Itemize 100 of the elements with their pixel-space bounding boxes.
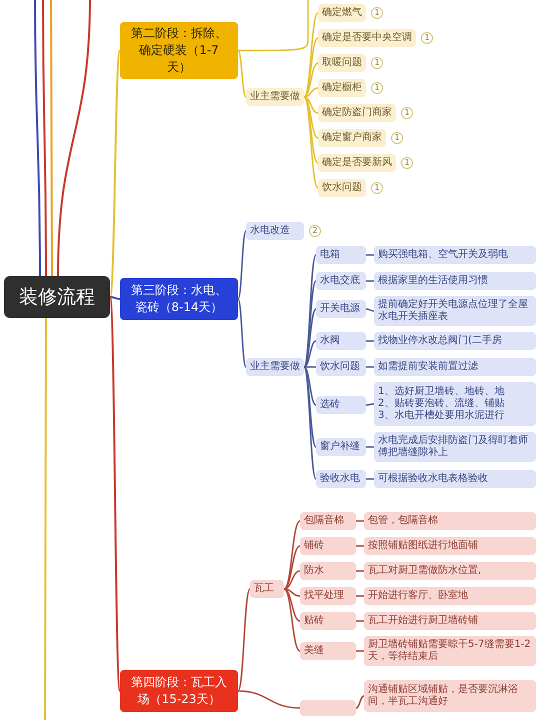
list-item: 3、水电开槽处要用水泥进行 (378, 410, 506, 422)
connector-line (356, 650, 364, 652)
connector-line (304, 366, 316, 368)
connector-line (304, 366, 316, 406)
subtopic-box: 确定燃气 (318, 4, 366, 22)
subtopic-box: 选砖 (316, 396, 366, 414)
subtopic-box: 验收水电 (316, 470, 366, 488)
note-box: 瓦工对厨卫需做防水位置, (364, 562, 536, 580)
connector-line (366, 403, 374, 406)
subtopic-box: 业主需要做 (246, 358, 304, 376)
note-box: 第四阶段：瓦工入场（15-23天） (120, 670, 238, 712)
connector-line (304, 96, 318, 164)
connector-line (366, 366, 374, 368)
connector-line (284, 570, 300, 590)
note-box: 提前确定好开关电源点位理了全屋水电开关插座表 (374, 296, 536, 326)
connector-line (304, 96, 318, 139)
connector-line (284, 588, 300, 597)
count-badge: 1 (371, 82, 383, 94)
connector-line (237, 298, 247, 368)
note-box: 水电完成后安排防盗门及得盯着师傅把墙缝隙补上 (374, 432, 536, 462)
connector-line (303, 280, 317, 368)
connector-line (57, 0, 91, 276)
connector-line (304, 308, 316, 368)
connector-line (356, 570, 364, 572)
connector-line (303, 12, 319, 98)
connector-line (366, 446, 374, 448)
note-box: 包管，包隔音棉 (364, 512, 536, 530)
connector-line (356, 595, 364, 597)
note-box: 沟通铺贴区域铺贴，是否要沉淋浴间，半瓦工沟通好 (364, 680, 536, 712)
count-badge: 1 (371, 57, 383, 69)
note-box: 购买强电箱、空气开关及弱电 (374, 246, 536, 264)
connector-line (304, 340, 316, 368)
connector-line (42, 0, 47, 276)
subtopic-box: 确定是否要中央空调 (318, 29, 416, 47)
subtopic-box: 防水 (300, 562, 356, 580)
note-box (374, 382, 536, 426)
note-box: 瓦工开始进行厨卫墙砖铺 (364, 612, 536, 630)
subtopic-box: 取暖问题 (318, 54, 366, 72)
subtopic-box: 包隔音棉 (300, 512, 356, 530)
subtopic-box: 找平处理 (300, 587, 356, 605)
count-badge: 1 (371, 7, 383, 19)
connector-line (366, 254, 374, 256)
note-box: 如需提前安装前置过滤 (374, 358, 536, 376)
connector-line (238, 690, 300, 709)
note-box: 第三阶段：水电、瓷砖（8-14天） (120, 278, 238, 320)
connector-line (284, 545, 300, 590)
subtopic-box: 窗户补缝 (316, 438, 366, 456)
connector-line (366, 478, 374, 480)
connector-line (237, 588, 251, 692)
connector-line (303, 366, 317, 480)
connector-line (366, 280, 374, 282)
connector-line (303, 366, 317, 448)
list-item: 1、选好厨卫墙砖、地砖、地 (378, 386, 506, 398)
subtopic-box: 铺砖 (300, 537, 356, 555)
connector-line (366, 340, 374, 342)
connector-line (303, 96, 319, 188)
connector-line (284, 588, 300, 652)
connector-line (237, 50, 247, 98)
count-badge: 1 (421, 32, 433, 44)
note-box: 装修流程 (4, 276, 110, 318)
subtopic-box: 电箱 (316, 246, 366, 264)
subtopic-box: 贴砖 (300, 612, 356, 630)
note-box: 找物业停水改总阀门(二手房 (374, 332, 536, 350)
count-badge: 1 (371, 182, 383, 194)
connector-line (44, 318, 47, 720)
empty-topic-box (300, 700, 356, 716)
connector-line (356, 620, 364, 622)
connector-line (356, 695, 364, 709)
list-item: 2、贴砖要泡砖、流缝、铺贴 (378, 398, 506, 410)
note-box: 可根据验收水电表格验收 (374, 470, 536, 488)
note-box: 按照铺贴图纸进行地面铺 (364, 537, 536, 555)
subtopic-box: 美缝 (300, 642, 356, 660)
subtopic-box: 饮水问题 (316, 358, 366, 376)
subtopic-box: 确定橱柜 (318, 79, 366, 97)
subtopic-box: 开关电源 (316, 300, 366, 318)
subtopic-box: 确定防盗门商家 (318, 104, 396, 122)
connector-line (304, 96, 318, 114)
connector-line (238, 0, 309, 52)
connector-line (366, 308, 374, 312)
subtopic-box: 确定窗户商家 (318, 129, 386, 147)
connector-line (304, 37, 318, 98)
connector-line (237, 230, 247, 300)
note-box: 厨卫墙砖铺贴需要晾干5-7缝需要1-2天，等待结束后 (364, 636, 536, 666)
connector-line (304, 62, 318, 98)
count-badge: 1 (401, 107, 413, 119)
subtopic-box: 水电改造 (246, 222, 304, 240)
connector-line (34, 0, 41, 276)
connector-line (356, 520, 364, 522)
connector-line (109, 50, 121, 298)
connector-line (110, 296, 120, 300)
subtopic-box: 业主需要做 (246, 88, 304, 106)
connector-line (284, 588, 300, 622)
note-box: 根据家里的生活使用习惯 (374, 272, 536, 290)
subtopic-box: 确定是否要新风 (318, 154, 396, 172)
note-box: 开始进行客厅、卧室地 (364, 587, 536, 605)
subtopic-box: 瓦工 (250, 580, 284, 598)
subtopic-box: 水阀 (316, 332, 366, 350)
connector-line (304, 87, 318, 98)
subtopic-box: 水电交底 (316, 272, 366, 290)
subtopic-box: 饮水问题 (318, 179, 366, 197)
